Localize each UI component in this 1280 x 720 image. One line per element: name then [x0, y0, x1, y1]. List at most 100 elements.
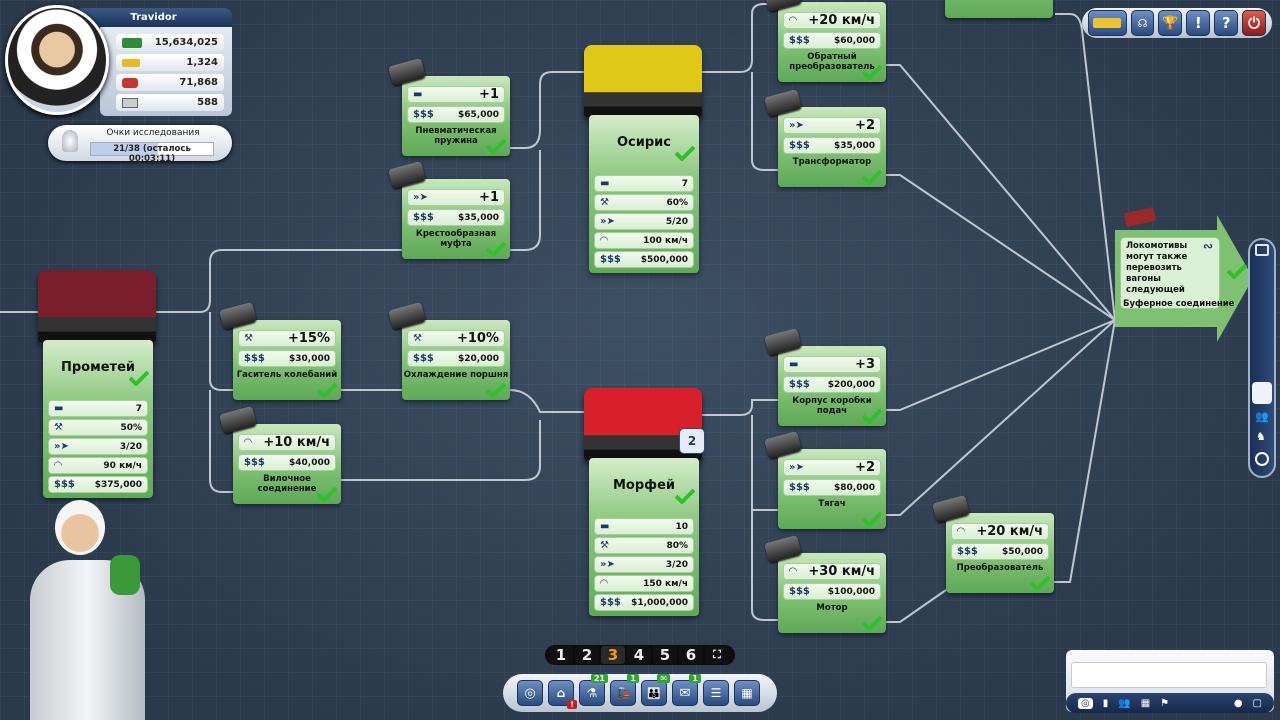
stat-row: ◠+30 км/ч [783, 563, 881, 580]
locomotive-card-osiris[interactable]: Осирис▬7⚒60%»➤5/20◠100 км/ч$$$$500,000 [589, 115, 699, 273]
stat-row: ◠+10 км/ч [238, 434, 336, 451]
horse-icon[interactable]: ♞ [1256, 430, 1266, 443]
chat-tab-association-icon[interactable]: 👥 [1118, 697, 1131, 709]
upgrade-card-converter[interactable]: ◠+20 км/ч $$$$50,000 Преобразователь [931, 494, 1054, 593]
stat-value: +10% [456, 331, 499, 346]
support-button[interactable]: ☊ [1130, 10, 1155, 36]
people-icon[interactable]: 👥 [1255, 410, 1269, 423]
page-5-button[interactable]: 5 [653, 646, 677, 664]
ranking-list-button[interactable]: ☰ [703, 680, 729, 706]
page-6-button[interactable]: 6 [679, 646, 703, 664]
price-icon: $$$ [244, 353, 265, 364]
buffer-coupling-card[interactable]: Локомотивы могут также перевозить вагоны… [1115, 207, 1253, 342]
price-value: $50,000 [1002, 546, 1043, 557]
stat-value: +1 [479, 190, 499, 205]
upgrade-card-offscreen[interactable] [945, 0, 1053, 18]
association-button[interactable]: 👪✉ [641, 674, 670, 706]
upgrade-name: Охлаждение поршня [403, 370, 509, 380]
locomotive-name: Осирис [617, 135, 671, 150]
locomotive-card-prometheus[interactable]: Прометей▬7⚒50%»➤3/20◠90 км/ч$$$$375,000 [43, 340, 153, 498]
avatar[interactable] [5, 5, 109, 115]
messages-button[interactable]: ✉1 [672, 674, 701, 706]
chat-tab-city-icon[interactable]: ▦ [1140, 697, 1151, 709]
price-icon: $$$ [957, 546, 978, 557]
trophy-button[interactable]: 🏆 [1158, 10, 1183, 36]
upgrade-card-gearbox-housing[interactable]: ▬+3 $$$$200,000 Корпус коробки подач [763, 327, 886, 426]
price-icon: $$$ [244, 457, 265, 468]
trains-button[interactable]: 🚂1 [610, 674, 639, 706]
map-button[interactable]: ◎ [517, 680, 543, 706]
price-value: $35,000 [458, 212, 499, 223]
help-button[interactable]: ? [1214, 10, 1239, 36]
locomotive-image-osiris[interactable] [584, 45, 702, 117]
research-points[interactable]: Очки исследования 21/38 (осталось 00:03:… [48, 125, 232, 164]
upgrade-card-reverse-converter[interactable]: ◠+20 км/ч $$$$60,000 Обратный преобразов… [763, 0, 886, 82]
window-icon[interactable] [1255, 244, 1269, 256]
side-panel[interactable]: 👥 ♞ [1248, 238, 1276, 478]
research-button[interactable]: ⚗21 [579, 674, 608, 706]
upgrade-card-vibration-damper[interactable]: ⚒+15% $$$$30,000 Гаситель колебаний [218, 301, 341, 400]
page-4-button[interactable]: 4 [627, 646, 651, 664]
price-value: $60,000 [834, 35, 875, 46]
checkmark-icon [862, 169, 882, 185]
upgrade-level-badge: 2 [679, 428, 705, 454]
upgrade-card-pneumatic-spring[interactable]: ▬+1 $$$$65,000 Пневматическая пружина [387, 57, 510, 156]
checkmark-icon [129, 370, 149, 386]
alerts-button[interactable]: ! [1186, 10, 1211, 36]
price-icon: $$$ [789, 140, 810, 151]
speed-row: ◠90 км/ч [48, 457, 148, 474]
upgrade-name: Корпус коробки подач [792, 396, 872, 416]
page-2-button[interactable]: 2 [575, 646, 599, 664]
wagons-row: ▬10 [594, 518, 694, 535]
locomotive-card-morpheus[interactable]: Морфей▬10⚒80%»➤3/20◠150 км/ч$$$$1,000,00… [589, 458, 699, 616]
chat-tab-corporation-icon[interactable]: ▮ [1102, 697, 1109, 709]
money-icon [122, 37, 142, 48]
calculator-button[interactable]: ▦ [734, 680, 760, 706]
upgrade-card-fork-joint[interactable]: ◠+10 км/ч $$$$40,000 Вилочное соединение [218, 405, 341, 504]
price-row: $$$$20,000 [407, 350, 505, 367]
chat-input[interactable] [1071, 662, 1267, 688]
upgrade-card-transformer[interactable]: »➤+2 $$$$35,000 Трансформатор [763, 88, 886, 187]
page-1-button[interactable]: 1 [549, 646, 573, 664]
upgrade-card-piston-cooling[interactable]: ⚒+10% $$$$20,000 Охлаждение поршня [387, 301, 510, 400]
stat-row: ◠+20 км/ч [951, 523, 1049, 540]
reliability-row: ⚒60% [594, 194, 694, 211]
price-value: $65,000 [458, 109, 499, 120]
upgrade-card-tractor[interactable]: »➤+2 $$$$80,000 Тягач [763, 430, 886, 529]
checkmark-icon [317, 382, 337, 398]
price-row: $$$$35,000 [783, 137, 881, 154]
power-button[interactable]: ⏻ [1242, 10, 1267, 36]
depot-button[interactable]: ⌂! [548, 680, 577, 709]
checkmark-icon [862, 615, 882, 631]
page-3-button[interactable]: 3 [601, 646, 625, 664]
acceleration-icon: »➤ [413, 192, 428, 203]
buy-gold-button[interactable] [1088, 10, 1127, 36]
speed-gauge-icon: ◠ [600, 235, 608, 246]
fullscreen-icon[interactable]: ⛶ [705, 646, 729, 664]
minimize-chat-button[interactable]: ● [1233, 697, 1243, 709]
player-profile: Travidor 15,634,025 1,324 71,868 588 Очк… [0, 0, 240, 165]
locomotive-image-prometheus[interactable] [38, 270, 156, 342]
stat-value: +2 [855, 460, 875, 475]
wagon-icon: ▬ [600, 178, 610, 189]
speed-gauge-icon: ◠ [54, 460, 62, 471]
globe-icon[interactable] [1255, 452, 1269, 466]
building-icon[interactable] [1252, 382, 1272, 404]
maximize-chat-button[interactable]: ▢ [1252, 697, 1262, 709]
price-value: $200,000 [827, 379, 875, 390]
chat-tabs: ◎ ▮ 👥 ▦ ⚑ ● ▢ [1066, 693, 1274, 713]
upgrade-card-cross-coupling[interactable]: »➤+1 $$$$35,000 Крестообразная муфта [387, 160, 510, 259]
wrench-icon: ⚒ [600, 197, 609, 208]
chat-tab-global-icon[interactable]: ◎ [1078, 697, 1093, 709]
price-row: $$$$65,000 [407, 106, 505, 123]
price-icon: $$$ [789, 586, 810, 597]
price-row: $$$$30,000 [238, 350, 336, 367]
chat-tab-flag-icon[interactable]: ⚑ [1160, 697, 1170, 709]
acceleration-icon: »➤ [789, 120, 804, 131]
price-row: $$$$60,000 [783, 32, 881, 49]
wagon-icon: ▬ [789, 359, 799, 370]
stat-row: ▬+1 [407, 86, 505, 103]
stat-value: +3 [855, 357, 875, 372]
checkmark-icon [862, 64, 882, 80]
upgrade-card-motor[interactable]: ◠+30 км/ч $$$$100,000 Мотор [763, 534, 886, 633]
